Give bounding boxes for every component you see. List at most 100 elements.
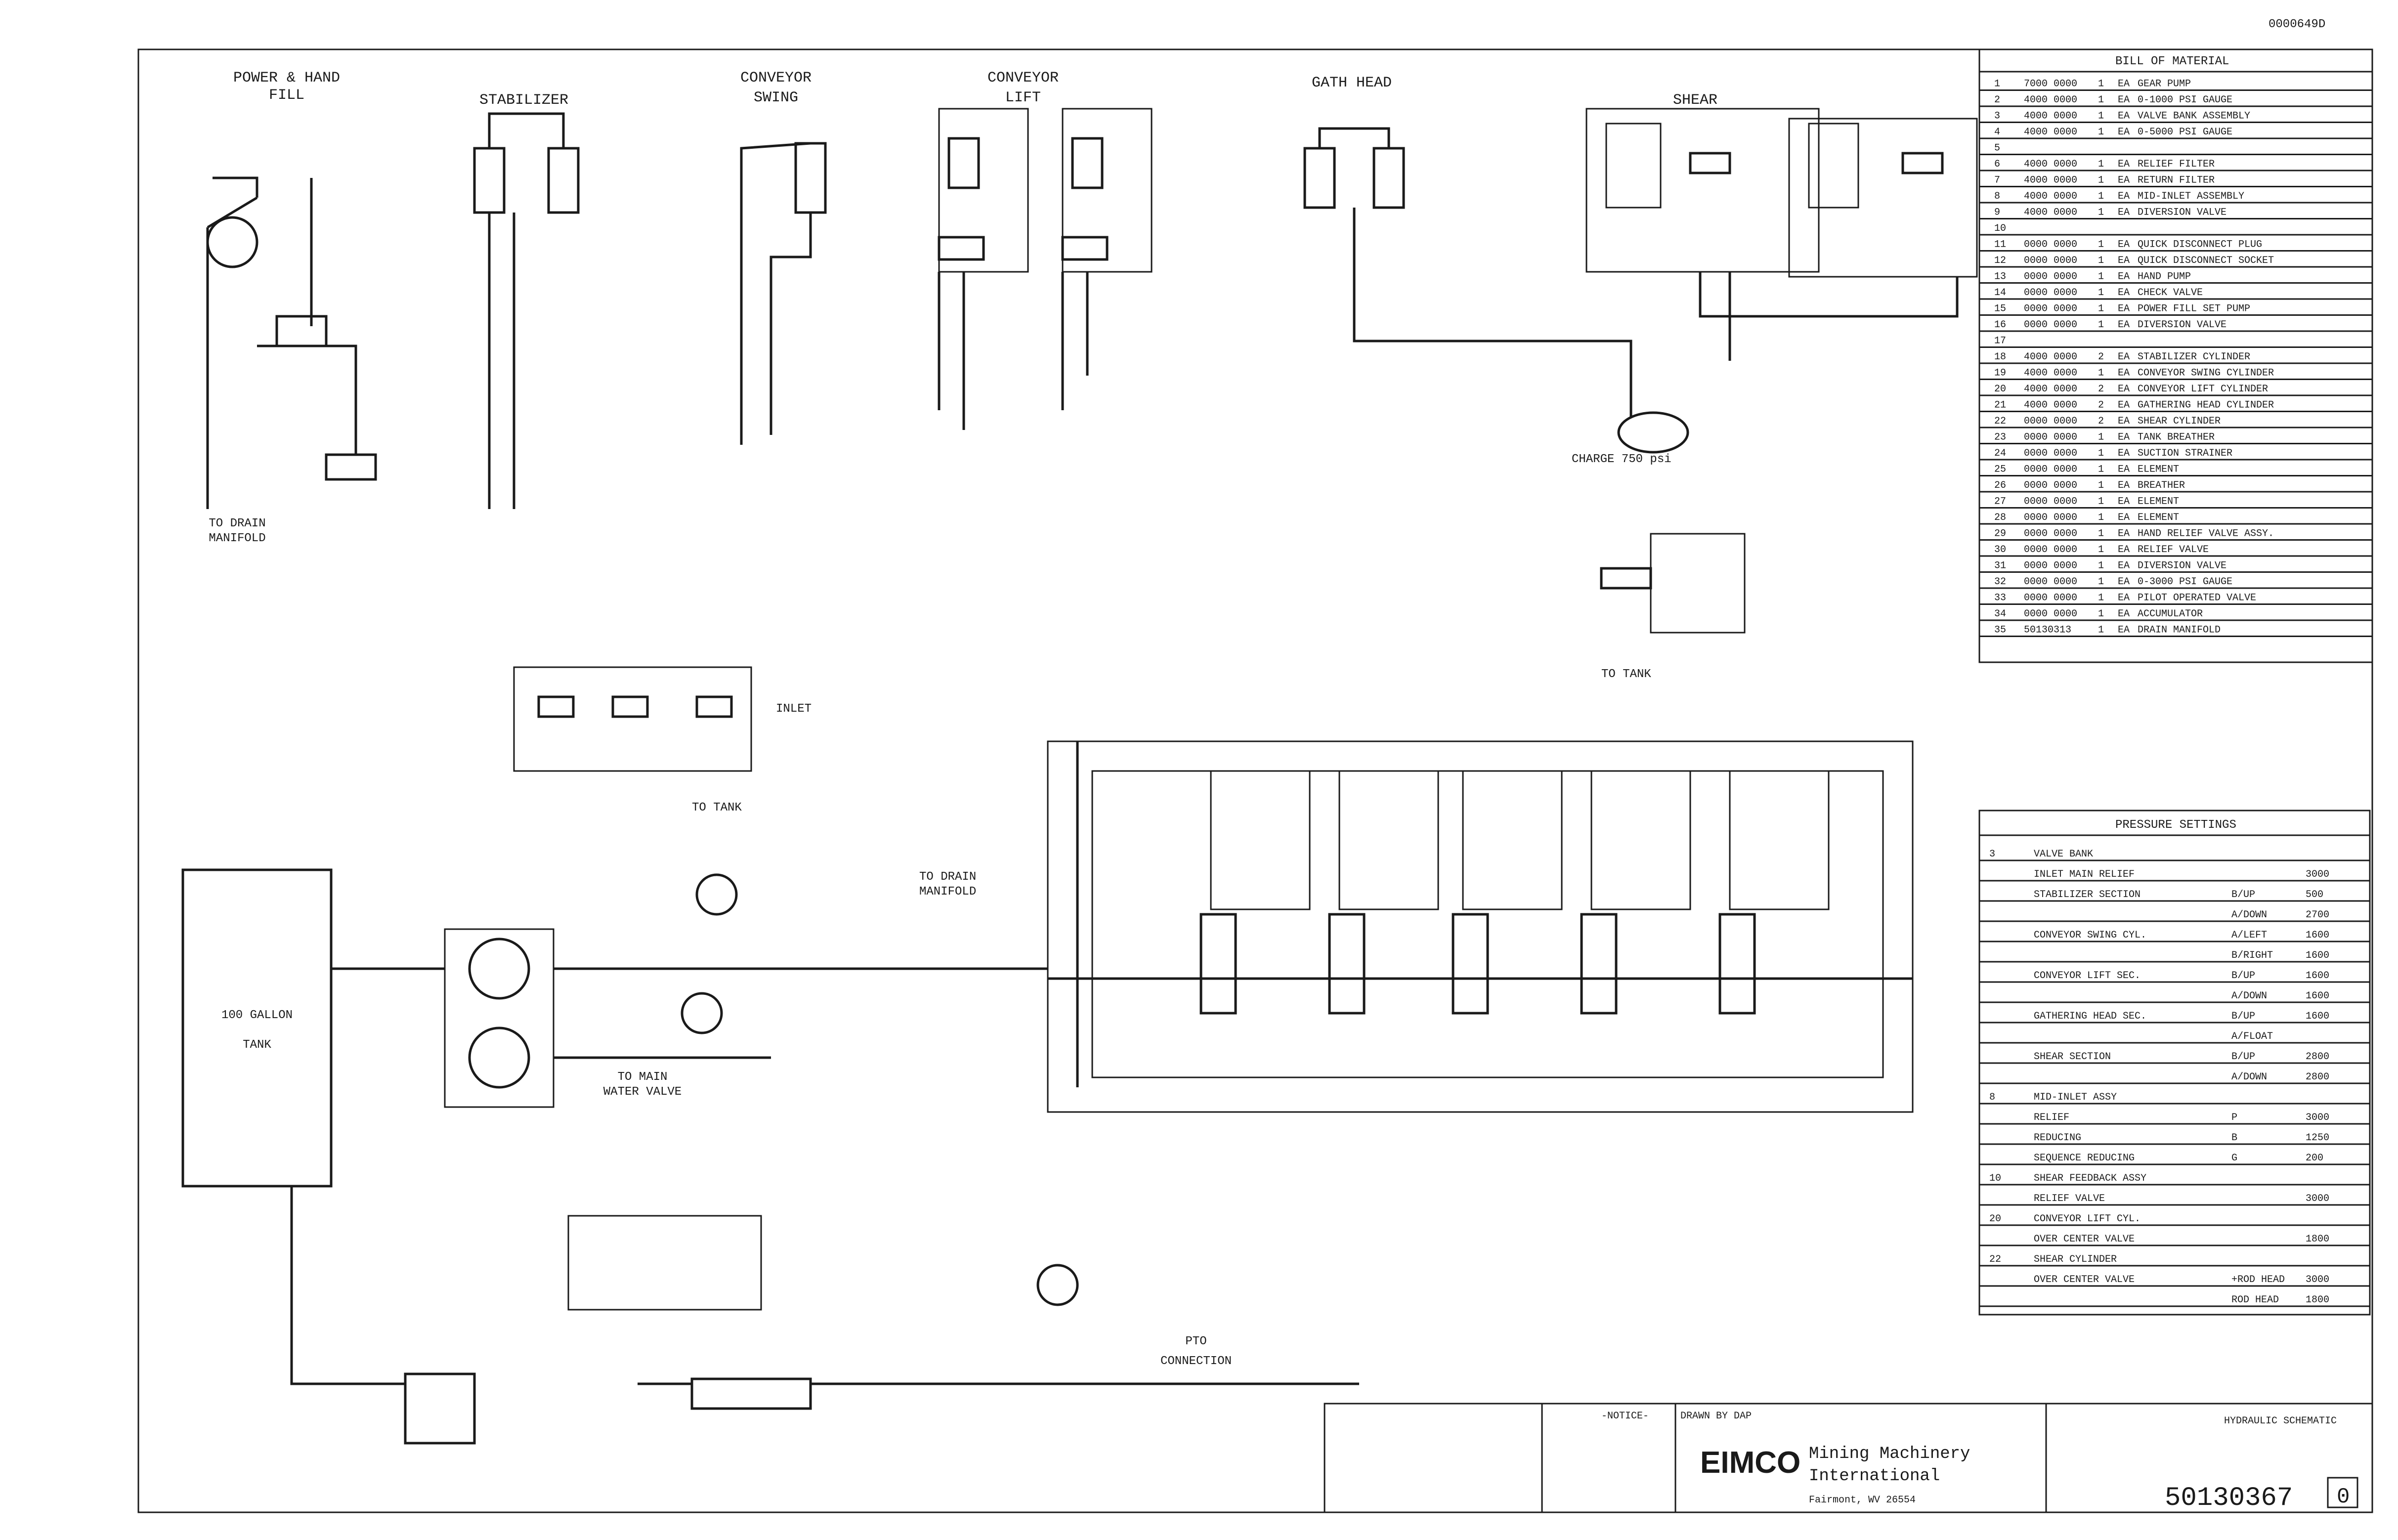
- tank-label-1: 100 GALLON: [221, 1009, 293, 1022]
- table-cell: EA: [2118, 79, 2130, 90]
- table-cell: STABILIZER SECTION: [2034, 889, 2141, 900]
- table-cell: 28: [1994, 512, 2006, 523]
- table-cell: 1: [2098, 127, 2104, 138]
- shear-label: SHEAR: [1673, 92, 1717, 109]
- power-hand-fill-group: POWER & HAND FILL TO DRAIN MANIFOLD: [206, 70, 377, 545]
- shear-frame: [1585, 108, 1820, 273]
- lift-valve-right: [1061, 236, 1109, 261]
- table-cell: 1: [2098, 432, 2104, 443]
- table-cell: ELEMENT: [2138, 496, 2179, 508]
- table-cell: 1250: [2306, 1132, 2329, 1144]
- table-cell: 1: [2098, 287, 2104, 299]
- table-cell: 1: [2098, 319, 2104, 331]
- table-cell: 4000 0000: [2024, 111, 2077, 122]
- table-cell: 0000 0000: [2024, 576, 2077, 588]
- table-cell: A/LEFT: [2231, 930, 2267, 941]
- table-cell: HAND PUMP: [2138, 271, 2191, 283]
- table-cell: EA: [2118, 608, 2130, 620]
- table-cell: 1: [2098, 544, 2104, 556]
- table-cell: 8: [1989, 1092, 1995, 1103]
- table-cell: EA: [2118, 287, 2130, 299]
- table-cell: SHEAR FEEDBACK ASSY: [2034, 1173, 2146, 1184]
- table-cell: 1: [2098, 94, 2104, 106]
- gath-head-label: GATH HEAD: [1312, 75, 1392, 91]
- table-cell: 25: [1994, 464, 2006, 475]
- conveyor-swing-label-2: SWING: [754, 89, 798, 106]
- table-cell: 27: [1994, 496, 2006, 508]
- table-cell: 0000 0000: [2024, 239, 2077, 251]
- lift-cyl-right: [1071, 137, 1104, 189]
- table-cell: EA: [2118, 111, 2130, 122]
- table-cell: 32: [1994, 576, 2006, 588]
- tank-label-2: TANK: [243, 1038, 271, 1052]
- table-cell: 4000 0000: [2024, 175, 2077, 186]
- table-cell: 0000 0000: [2024, 416, 2077, 427]
- table-cell: RELIEF VALVE: [2034, 1193, 2105, 1204]
- table-cell: 4: [1994, 127, 2000, 138]
- pump-19: [468, 938, 530, 1000]
- eimco-logo: EIMCO: [1700, 1446, 1800, 1480]
- table-cell: 4000 0000: [2024, 368, 2077, 379]
- table-cell: EA: [2118, 496, 2130, 508]
- tank-group: 100 GALLON TANK TO MAIN WATER VALVE PTO …: [181, 868, 1359, 1445]
- table-cell: 31: [1994, 560, 2006, 572]
- table-cell: GATHERING HEAD CYLINDER: [2138, 400, 2274, 411]
- stabilizer-label: STABILIZER: [479, 92, 568, 109]
- table-cell: 30: [1994, 544, 2006, 556]
- stabilizer-cyl-left: [473, 147, 506, 214]
- fill-label: FILL: [269, 87, 304, 104]
- mid-inlet-assembly: [567, 1215, 762, 1311]
- bom-title: BILL OF MATERIAL: [2115, 55, 2229, 68]
- table-cell: 1: [2098, 625, 2104, 636]
- diversion-valve-16: [325, 453, 377, 481]
- table-cell: 26: [1994, 480, 2006, 491]
- table-cell: EA: [2118, 544, 2130, 556]
- table-cell: 0000 0000: [2024, 464, 2077, 475]
- table-cell: SHEAR CYLINDER: [2034, 1254, 2117, 1265]
- table-cell: EA: [2118, 576, 2130, 588]
- table-cell: 4000 0000: [2024, 127, 2077, 138]
- table-cell: 8: [1994, 191, 2000, 202]
- to-drain-2-a: TO DRAIN: [919, 870, 976, 884]
- table-cell: 1600: [2306, 1011, 2329, 1022]
- table-cell: EA: [2118, 159, 2130, 170]
- table-cell: 1: [2098, 512, 2104, 523]
- conveyor-lift-group: CONVEYOR LIFT: [938, 70, 1153, 430]
- table-cell: 18: [1994, 351, 2006, 363]
- table-cell: 16: [1994, 319, 2006, 331]
- to-drain-2-b: MANIFOLD: [919, 885, 976, 898]
- table-cell: 2800: [2306, 1071, 2329, 1083]
- table-cell: 2: [2098, 400, 2104, 411]
- gauge-2: [681, 992, 723, 1034]
- table-cell: 19: [1994, 368, 2006, 379]
- table-cell: 2: [2098, 384, 2104, 395]
- drawing-title: HYDRAULIC SCHEMATIC: [2224, 1415, 2337, 1427]
- table-cell: EA: [2118, 239, 2130, 251]
- table-cell: CONVEYOR SWING CYL.: [2034, 930, 2146, 941]
- table-cell: 22: [1989, 1254, 2001, 1265]
- gauge-4: [695, 873, 738, 916]
- table-cell: REDUCING: [2034, 1132, 2081, 1144]
- lift-frame-right: [1062, 108, 1153, 273]
- table-cell: VALVE BANK ASSEMBLY: [2138, 111, 2250, 122]
- table-cell: 21: [1994, 400, 2006, 411]
- table-cell: 1: [2098, 464, 2104, 475]
- pto-label-2: CONNECTION: [1160, 1355, 1232, 1368]
- table-cell: P: [2231, 1112, 2237, 1123]
- table-cell: 50130313: [2024, 625, 2071, 636]
- table-cell: 1: [2098, 528, 2104, 540]
- table-cell: EA: [2118, 319, 2130, 331]
- lift-valve-left: [938, 236, 985, 261]
- table-cell: 0000 0000: [2024, 319, 2077, 331]
- table-cell: CONVEYOR SWING CYLINDER: [2138, 368, 2274, 379]
- to-drain-1-b: MANIFOLD: [209, 532, 265, 545]
- table-cell: 0000 0000: [2024, 287, 2077, 299]
- table-cell: SEQUENCE REDUCING: [2034, 1153, 2135, 1164]
- table-cell: B/UP: [2231, 970, 2255, 982]
- to-main-water-1: TO MAIN: [618, 1070, 668, 1084]
- gath-head-group: GATH HEAD: [1303, 75, 1632, 445]
- manifold-group: INLET TO TANK TO DRAIN MANIFOLD: [513, 666, 976, 898]
- to-tank-2: TO TANK: [1601, 668, 1651, 681]
